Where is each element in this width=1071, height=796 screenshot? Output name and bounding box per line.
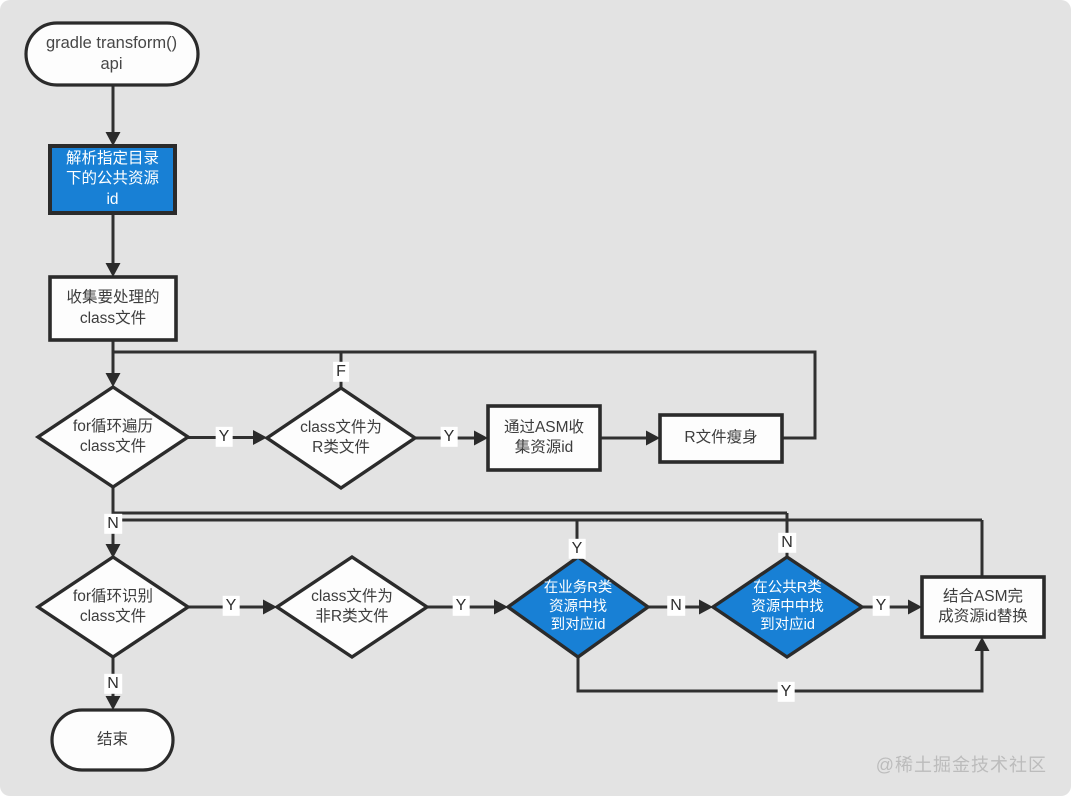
forloop1-diamond-shape — [34, 384, 192, 490]
parse-common-res-box-shape — [48, 144, 177, 215]
commonr-diamond-shape — [709, 554, 866, 660]
arrowhead-into-parse — [105, 132, 121, 146]
arrowhead-into-nonrclass — [263, 599, 277, 615]
rslim-box-shape — [658, 413, 784, 464]
arrowhead-into-forloop2 — [105, 544, 121, 558]
isrclass-diamond-shape — [263, 385, 419, 491]
forloop2-diamond-shape — [34, 554, 192, 660]
collect-class-box-shape — [48, 275, 178, 342]
edge-rslim-loopback — [113, 350, 817, 440]
edge-bizr-bottom-to-replace — [576, 651, 984, 693]
arrowhead-into-end — [105, 696, 121, 710]
arrowhead-into-rslim — [646, 430, 660, 446]
arrowhead-into-bizr — [494, 599, 508, 615]
bizr-diamond-shape — [505, 554, 651, 660]
watermark-text: @稀土掘金技术社区 — [875, 755, 1047, 775]
start-terminator-shape — [24, 21, 200, 87]
nonrclass-diamond-shape — [273, 554, 431, 660]
arrowhead-into-asmcollect — [474, 430, 488, 446]
arrowhead-into-isrclass — [253, 430, 267, 445]
arrowhead-into-collect — [105, 263, 121, 277]
arrowhead-into-forloop1 — [105, 373, 121, 387]
arrowhead-into-replace-left — [908, 599, 922, 615]
arrowhead-into-replace-bottom — [974, 637, 990, 651]
replace-box-shape — [920, 575, 1046, 639]
end-terminator-shape — [50, 708, 175, 772]
arrowhead-into-commonr — [699, 599, 713, 615]
asm-collect-box-shape — [486, 404, 602, 472]
